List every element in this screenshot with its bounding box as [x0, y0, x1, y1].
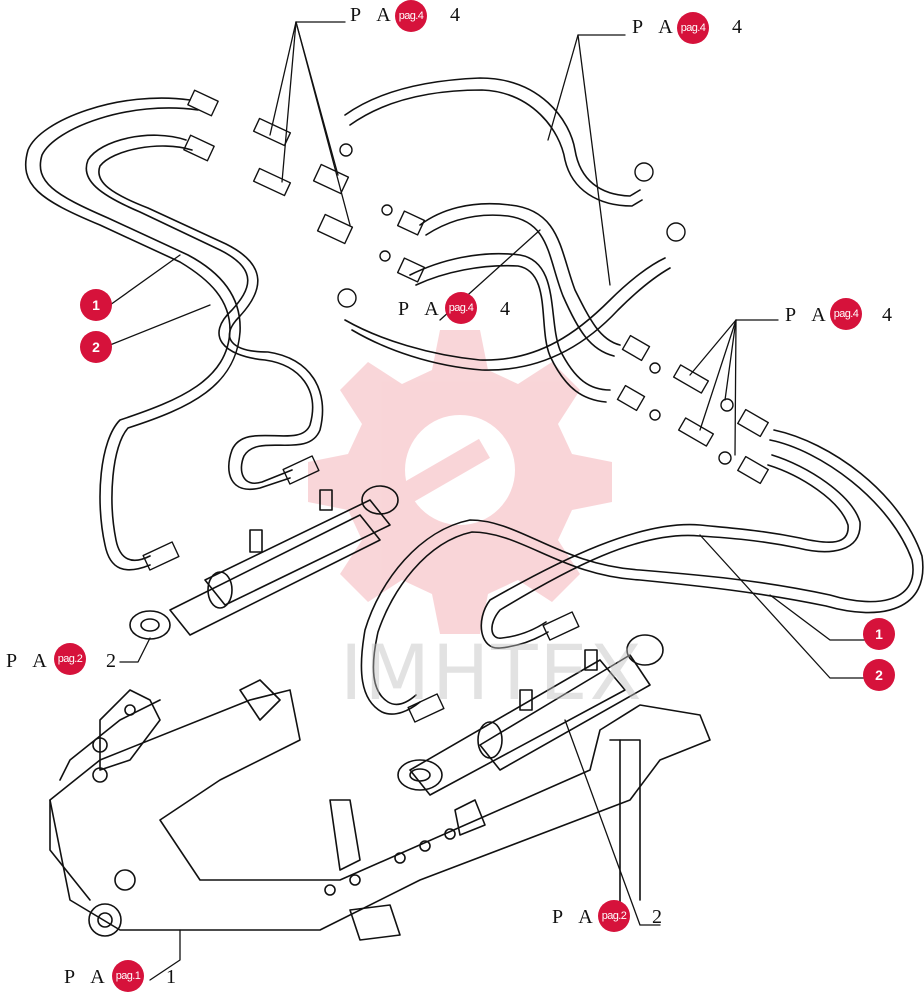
page-ref-badge[interactable]: pag.2: [598, 900, 630, 932]
ref-label-top-left: P A: [350, 4, 397, 27]
ref-prefix: P A: [785, 304, 832, 326]
leader-lines: [109, 21, 871, 981]
ref-prefix: P A: [6, 650, 53, 672]
watermark-gear-icon: [308, 330, 612, 634]
page-ref-badge[interactable]: pag.1: [112, 960, 144, 992]
ref-label-left: P A: [6, 650, 53, 673]
ref-prefix: P A: [632, 16, 679, 38]
hose-left-inner: [85, 134, 324, 491]
ref-suffix: 4: [732, 16, 748, 38]
ref-prefix: P A: [350, 4, 397, 26]
callout-1-right[interactable]: 1: [863, 618, 895, 650]
callout-2-right[interactable]: 2: [863, 659, 895, 691]
cylinder-left: [129, 485, 399, 640]
frame: [49, 679, 711, 941]
hose-left-outer: [24, 97, 241, 571]
callout-2-left[interactable]: 2: [80, 331, 112, 363]
ref-label-bottom-left: P A: [64, 966, 111, 989]
ref-label-bottom-center: P A: [552, 906, 599, 929]
hose-top-long: [344, 77, 671, 403]
ref-prefix: P A: [552, 906, 599, 928]
ref-label-top-right: P A: [632, 16, 679, 39]
page-ref-badge[interactable]: pag.4: [830, 298, 862, 330]
watermark-text: IMHTEX: [340, 628, 644, 717]
ref-suffix: 2: [652, 906, 668, 928]
ref-prefix: P A: [64, 966, 111, 988]
ref-prefix: P A: [398, 298, 445, 320]
callout-1-left[interactable]: 1: [80, 289, 112, 321]
hose-right-outer: [360, 429, 924, 715]
page-ref-badge[interactable]: pag.4: [445, 292, 477, 324]
ref-suffix: 4: [500, 298, 516, 320]
ref-label-middle: P A: [398, 298, 445, 321]
ref-suffix: 2: [106, 650, 122, 672]
page-ref-badge[interactable]: pag.4: [677, 12, 709, 44]
cylinder-right: [397, 634, 664, 796]
ref-label-right: P A: [785, 304, 832, 327]
ref-suffix: 4: [882, 304, 898, 326]
ref-suffix: 1: [166, 966, 182, 988]
ref-suffix: 4: [450, 4, 466, 26]
page-ref-badge[interactable]: pag.4: [395, 0, 427, 32]
hose-right-inner: [480, 454, 861, 649]
fittings: [142, 89, 769, 723]
page-ref-badge[interactable]: pag.2: [54, 643, 86, 675]
